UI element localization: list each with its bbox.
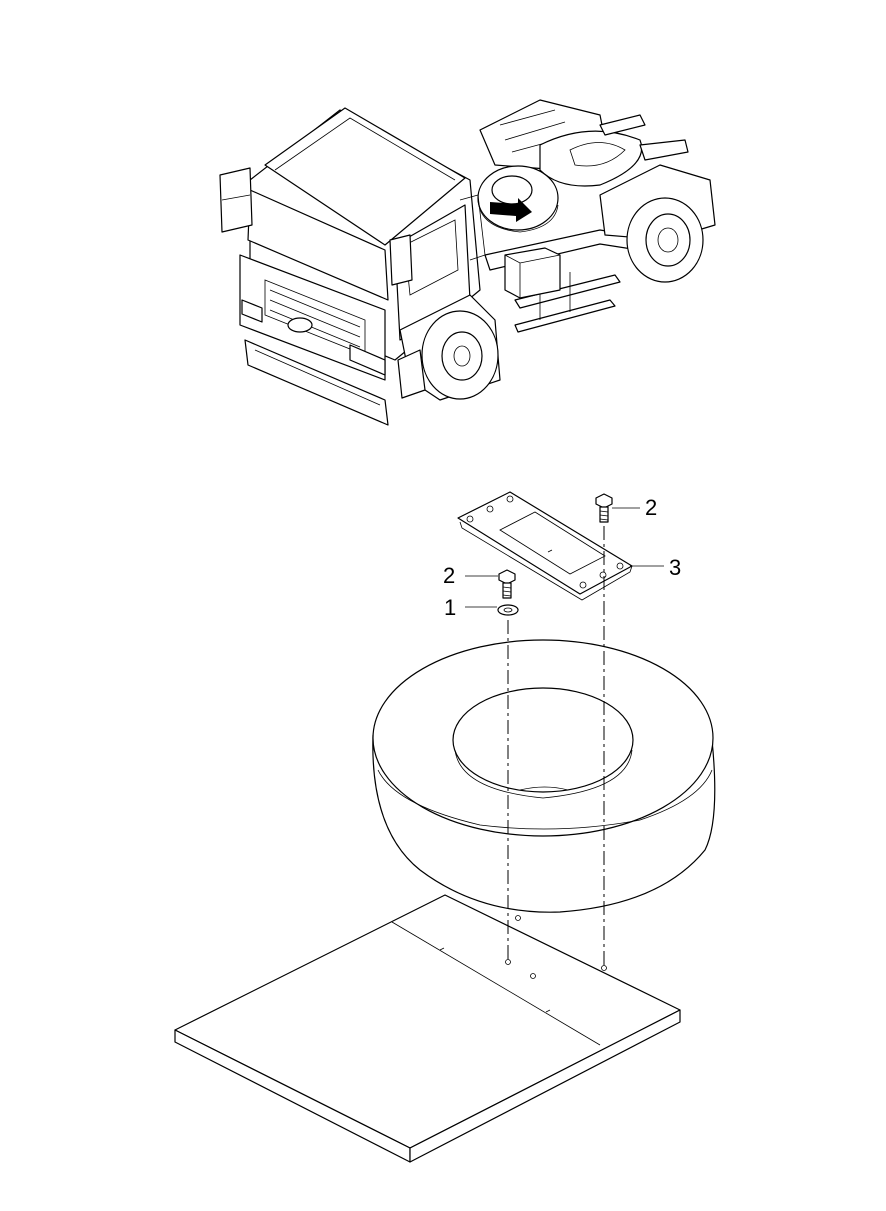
bolt-icon [498, 569, 516, 599]
carrier-plate-icon [174, 894, 681, 1163]
callout-3: 3 [669, 555, 681, 580]
bolt-icon [595, 493, 613, 523]
callout-2-right: 2 [645, 495, 657, 520]
callout-1: 1 [444, 595, 456, 620]
spare-tire-icon [372, 639, 716, 913]
callout-2-left: 2 [443, 563, 455, 588]
washer-icon [497, 604, 519, 616]
location-arrow-icon [490, 198, 532, 222]
truck-tractor-icon [219, 99, 716, 426]
